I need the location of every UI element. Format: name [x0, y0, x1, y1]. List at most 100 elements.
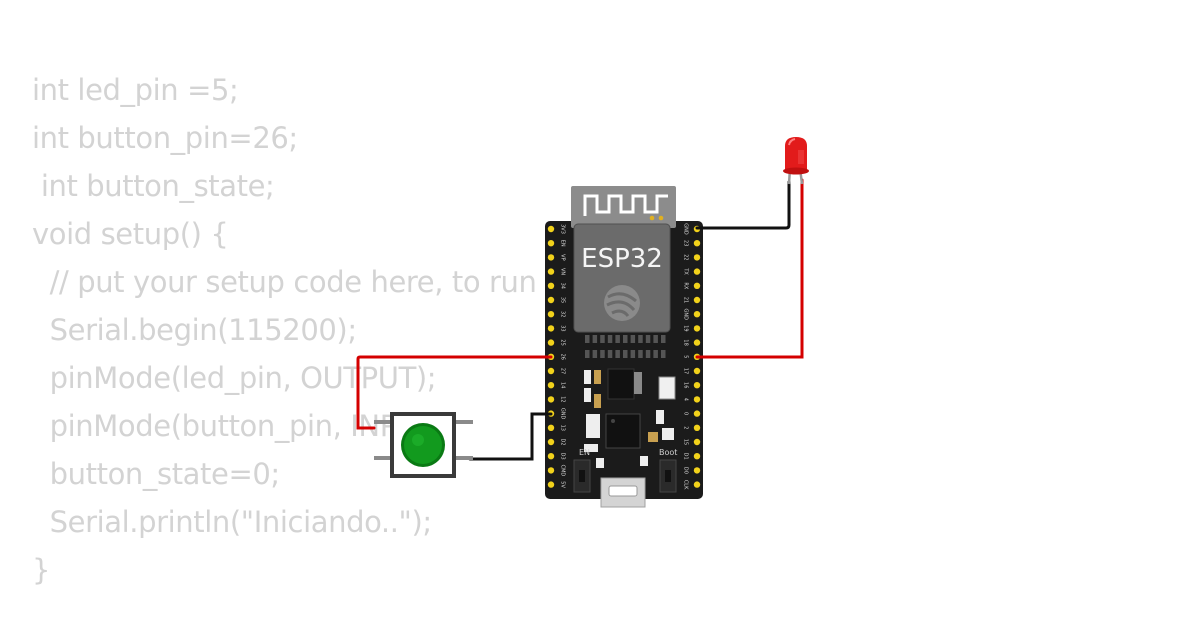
pin-d1[interactable]: [693, 453, 701, 460]
module-pad: [653, 335, 658, 343]
module-pad: [653, 350, 658, 358]
pin-label: D1: [683, 453, 689, 460]
pin-label: 15: [683, 439, 689, 445]
pin-label: 21: [683, 297, 689, 303]
pin-27[interactable]: [547, 367, 555, 375]
pin-19[interactable]: [693, 325, 701, 332]
pin-label: GND: [560, 408, 566, 420]
pin-0[interactable]: [693, 410, 701, 417]
wire-led-anode[interactable]: [695, 178, 804, 359]
pin-vp[interactable]: [547, 254, 555, 261]
code-line: void setup() {: [32, 217, 229, 251]
code-line: // put your setup code here, to run once…: [32, 265, 624, 299]
pin-label: GND: [683, 308, 689, 320]
pin-4[interactable]: [693, 396, 701, 403]
pin-gnd[interactable]: [693, 311, 701, 318]
pin-35[interactable]: [547, 296, 555, 304]
pin-label: RX: [683, 282, 689, 289]
pin-label: 22: [683, 254, 689, 260]
antenna-trace: [583, 194, 668, 216]
smd-led: [658, 376, 676, 400]
pin-clk[interactable]: [693, 481, 701, 488]
led-icon[interactable]: [783, 137, 809, 185]
pin-label: 23: [683, 240, 689, 246]
module-pad: [630, 335, 636, 343]
esp32-board[interactable]: ESP32 EN Boot: [545, 186, 703, 508]
pushbutton-icon[interactable]: [374, 412, 473, 478]
pin-2[interactable]: [693, 424, 701, 431]
pin-label: 35: [560, 297, 566, 303]
espressif-logo-icon: [604, 285, 640, 321]
pin-rx[interactable]: [693, 282, 701, 289]
code-line: int led_pin =5;: [32, 73, 239, 107]
boot-label: Boot: [659, 448, 677, 457]
module-pad: [607, 335, 613, 343]
pin-3v3[interactable]: [547, 225, 555, 233]
pin-33[interactable]: [547, 325, 555, 332]
pin-17[interactable]: [693, 367, 701, 375]
pin-label: 32: [560, 311, 566, 317]
wire-button-signal[interactable]: [356, 355, 553, 430]
module-pad: [600, 335, 605, 343]
module-pad: [661, 350, 666, 358]
code-line: pinMode(led_pin, OUTPUT);: [32, 361, 437, 395]
pin-d2[interactable]: [547, 438, 555, 446]
pin-cmd[interactable]: [547, 467, 555, 474]
pin-14[interactable]: [547, 382, 555, 389]
pin-label: EN: [560, 240, 566, 247]
code-line: }: [32, 553, 51, 587]
pin-34[interactable]: [547, 282, 555, 289]
pin-label: 12: [560, 396, 566, 402]
module-pad: [645, 350, 651, 358]
pin-16[interactable]: [693, 382, 701, 389]
pin-label: D2: [560, 438, 566, 445]
pin-d3[interactable]: [547, 453, 555, 460]
pin-label: D0: [683, 467, 689, 474]
pin-tx[interactable]: [693, 268, 701, 275]
pin-label: VP: [560, 254, 566, 260]
pin-label: 33: [560, 325, 566, 331]
pin-21[interactable]: [693, 296, 701, 304]
pin-label: TX: [683, 267, 689, 275]
pin-label: D3: [560, 453, 566, 460]
pin-18[interactable]: [693, 339, 701, 346]
voltage-regulator: [607, 368, 635, 400]
code-line: int button_state;: [32, 169, 275, 203]
pin-25[interactable]: [547, 339, 555, 346]
pin-23[interactable]: [693, 240, 701, 247]
pin-22[interactable]: [693, 254, 701, 261]
wire-button-gnd[interactable]: [468, 412, 553, 461]
module-pad: [592, 335, 598, 343]
antenna-area: [571, 186, 676, 228]
code-line: button_state=0;: [32, 457, 281, 491]
code-editor-background: int led_pin =5; int button_pin=26; int bu…: [32, 66, 623, 594]
wroom-module: [573, 223, 671, 333]
wire-led-gnd[interactable]: [695, 180, 791, 230]
module-pad: [585, 350, 590, 358]
pin-label: 5: [683, 355, 689, 358]
module-label: ESP32: [581, 244, 663, 274]
module-pad: [592, 350, 598, 358]
pin-label: VN: [560, 268, 566, 275]
pin-vn[interactable]: [547, 268, 555, 275]
pin-d0[interactable]: [693, 467, 701, 474]
pin-15[interactable]: [693, 438, 701, 446]
pin-13[interactable]: [547, 424, 555, 431]
pin-label: 18: [683, 339, 689, 345]
pin-label: 14: [560, 382, 566, 388]
module-pad: [607, 350, 613, 358]
micro-usb-icon: [600, 477, 646, 508]
module-pads: [585, 335, 666, 358]
module-pad: [645, 335, 651, 343]
module-pad: [615, 350, 620, 358]
module-pad: [661, 335, 666, 343]
pin-label: 2: [683, 426, 689, 429]
code-line: int button_pin=26;: [32, 121, 298, 155]
pin-en[interactable]: [547, 240, 555, 247]
pin-12[interactable]: [547, 396, 555, 403]
pin-32[interactable]: [547, 311, 555, 318]
pin-label: 16: [683, 382, 689, 388]
usb-uart-chip: [605, 413, 641, 449]
pin-5v[interactable]: [547, 481, 555, 488]
